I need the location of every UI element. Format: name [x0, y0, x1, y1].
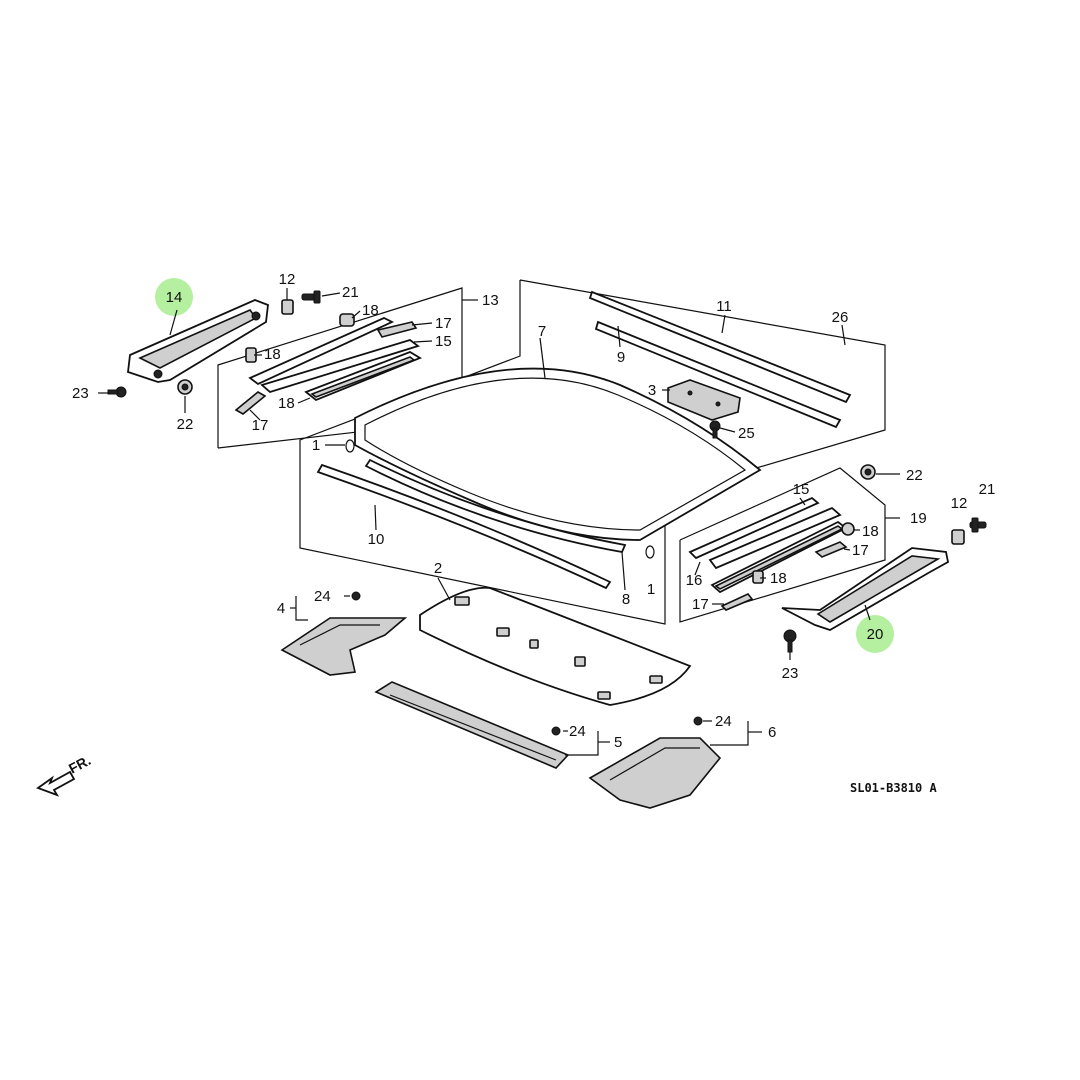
nut-22-left — [177, 379, 193, 395]
part-6-bracket — [588, 737, 722, 809]
clip-12-right — [951, 529, 965, 545]
callout-18-e: 18 — [770, 570, 787, 587]
nut-22-right — [860, 464, 876, 480]
clip-12-left — [281, 299, 294, 315]
nut-24-b — [551, 726, 561, 736]
strip-16-left — [304, 351, 423, 402]
part-1-clip-b — [645, 545, 655, 559]
pad-17-right-a — [814, 541, 848, 558]
callout-12-right: 12 — [951, 495, 968, 512]
part-3-cover — [667, 379, 741, 421]
callout-2: 2 — [434, 560, 442, 577]
callout-7: 7 — [538, 323, 546, 340]
callout-25: 25 — [738, 425, 755, 442]
callout-17-d: 17 — [692, 596, 709, 613]
callout-12-left: 12 — [279, 271, 296, 288]
callout-3: 3 — [648, 382, 656, 399]
callout-22-left: 22 — [177, 416, 194, 433]
callout-24-c: 24 — [715, 713, 732, 730]
callout-18-b: 18 — [264, 346, 281, 363]
callout-18-c: 18 — [278, 395, 295, 412]
callout-22-right: 22 — [906, 467, 923, 484]
callout-13: 13 — [482, 292, 499, 309]
nut-24-c — [693, 716, 703, 726]
callout-15-left: 15 — [435, 333, 452, 350]
strip-right-1 — [688, 496, 820, 560]
part-9-strip — [594, 320, 842, 429]
callout-26: 26 — [832, 309, 849, 326]
callout-18-d: 18 — [862, 523, 879, 540]
screw-25 — [709, 420, 721, 439]
callout-14: 14 — [166, 289, 183, 306]
group-box-19 — [679, 467, 900, 623]
callout-23-left: 23 — [72, 385, 89, 402]
callout-23-right: 23 — [782, 665, 799, 682]
part-4-bracket — [280, 617, 408, 676]
clip-18-right-b — [752, 570, 764, 584]
callout-8: 8 — [622, 591, 630, 608]
front-arrow-icon: FR. — [36, 752, 93, 797]
callout-15-right: 15 — [793, 481, 810, 498]
part-7-roof-panel — [354, 367, 762, 541]
part-10-seal — [316, 463, 612, 590]
callout-5: 5 — [614, 734, 622, 751]
strip-left-upper — [248, 317, 395, 386]
bolt-21-left — [301, 290, 321, 304]
part-20-right-rail — [781, 547, 950, 631]
callout-1-b: 1 — [647, 581, 655, 598]
callout-21-left: 21 — [342, 284, 359, 301]
bolt-21-right — [969, 517, 987, 533]
callout-17-a: 17 — [435, 315, 452, 332]
highlight-marker-20 — [856, 615, 894, 653]
clip-18-a — [339, 313, 355, 327]
bolt-23-left — [107, 386, 127, 398]
strip-15-left — [260, 339, 420, 394]
callout-9: 9 — [617, 349, 625, 366]
part-1-clip-a — [345, 439, 355, 453]
callout-labels: 14 12 21 13 18 17 18 15 23 22 18 17 7 11… — [72, 271, 995, 751]
callout-1-a: 1 — [312, 437, 320, 454]
drawing-code: SL01-B3810 A — [850, 781, 937, 795]
pad-17-right-b — [720, 593, 754, 611]
callout-4: 4 — [277, 600, 285, 617]
callout-20: 20 — [867, 626, 884, 643]
callout-16: 16 — [686, 572, 703, 589]
highlight-marker-14 — [155, 278, 193, 316]
callout-6: 6 — [768, 724, 776, 741]
strip-15-right — [708, 506, 842, 570]
callout-18-a: 18 — [362, 302, 379, 319]
nut-24-a — [351, 591, 361, 601]
callout-10: 10 — [368, 531, 385, 548]
pad-17-b — [234, 391, 267, 415]
clip-18-right-a — [841, 522, 855, 536]
callout-17-c: 17 — [852, 542, 869, 559]
callout-24-a: 24 — [314, 588, 331, 605]
part-14-left-rail — [127, 299, 269, 383]
callout-24-b: 24 — [569, 723, 586, 740]
bolt-23-right — [783, 629, 797, 653]
part-11-strip — [588, 290, 852, 404]
callout-11: 11 — [716, 298, 732, 315]
leader-lines — [98, 288, 900, 756]
callout-19: 19 — [910, 510, 927, 527]
callout-21-right: 21 — [979, 481, 996, 498]
part-5-beam — [374, 681, 570, 769]
pad-17-a — [376, 321, 418, 338]
callout-17-b: 17 — [252, 417, 269, 434]
part-2-headliner — [419, 586, 692, 706]
